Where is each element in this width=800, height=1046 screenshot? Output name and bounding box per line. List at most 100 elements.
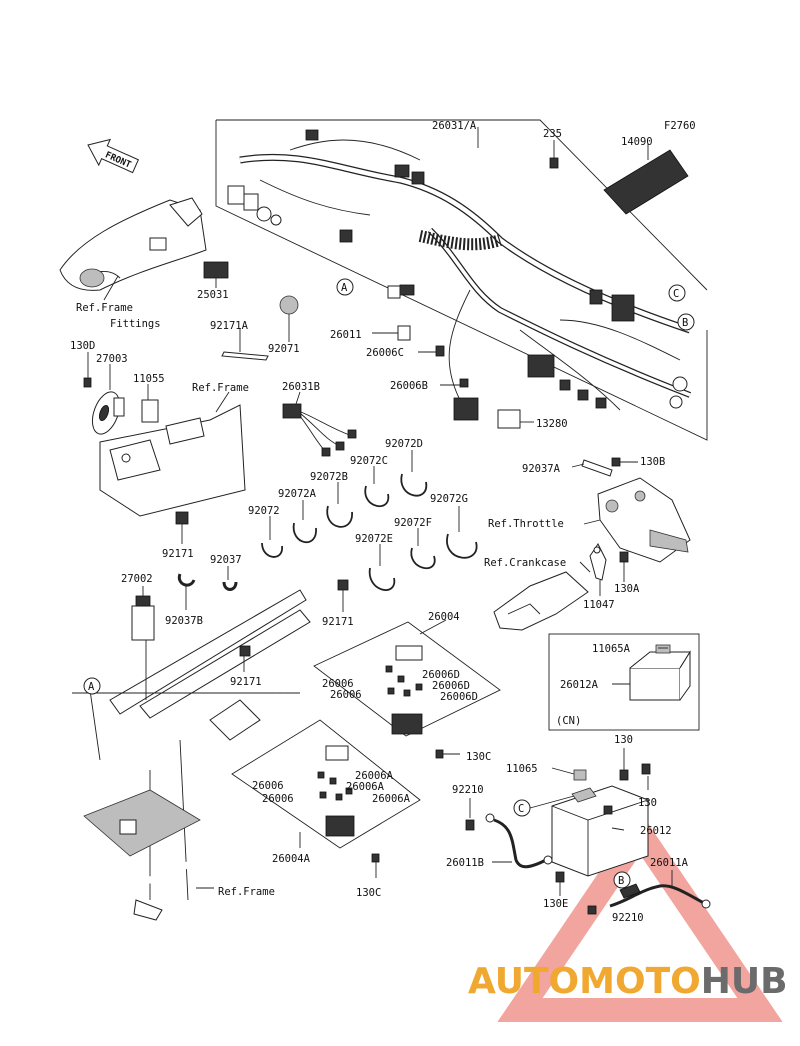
crankcase-section — [493, 543, 629, 631]
label-92072g: 92072G — [430, 493, 468, 505]
label-26006d-3: 26006D — [440, 691, 478, 703]
band-92171a — [221, 351, 269, 361]
battery-cable-26011a — [587, 883, 711, 915]
svg-text:C: C — [673, 288, 679, 300]
label-26031b: 26031B — [282, 381, 320, 393]
label-92210-1: 92210 — [452, 784, 484, 796]
label-26006a-1: 26006A — [355, 770, 394, 782]
label-11065a: 11065A — [592, 643, 631, 655]
label-92171-left: 92171 — [162, 548, 194, 560]
label-130c-2: 130C — [356, 887, 381, 899]
battery-cable-26011b — [465, 813, 565, 883]
fuse-box-26004 — [385, 645, 423, 735]
label-92072c: 92072C — [350, 455, 388, 467]
label-26006-1: 26006 — [322, 678, 354, 690]
label-14090: 14090 — [621, 136, 653, 148]
svg-text:B: B — [682, 317, 688, 329]
throttle-body — [581, 457, 691, 563]
label-ref-frame-2: Ref.Frame — [192, 382, 249, 394]
label-26006a-2: 26006A — [346, 781, 385, 793]
clip-92171-mid — [337, 579, 349, 591]
battery-26012 — [551, 785, 649, 877]
watermark: AUTOMOTOHUB — [468, 811, 788, 1022]
watermark-text-auto: AUTOMOTOHUB — [468, 961, 788, 1002]
label-92072f: 92072F — [394, 517, 432, 529]
frame-lower — [74, 589, 311, 921]
label-26006-3: 26006 — [252, 780, 284, 792]
bracket-13280 — [497, 409, 521, 429]
relay-block — [453, 397, 479, 421]
figure-code: F2760 — [664, 120, 696, 132]
battery-26012a — [629, 644, 691, 701]
cn-label: (CN) — [556, 715, 581, 727]
label-130b: 130B — [640, 456, 665, 468]
front-fender-assembly — [59, 197, 207, 291]
label-ref-frame-3: Ref.Frame — [218, 886, 275, 898]
label-92072b: 92072B — [310, 471, 348, 483]
label-11065: 11065 — [506, 763, 538, 775]
starter-relay-27002 — [131, 595, 155, 641]
callout-a-top: A — [336, 278, 354, 296]
cn-battery-box — [548, 633, 700, 731]
label-11055: 11055 — [133, 373, 165, 385]
label-13280: 13280 — [536, 418, 568, 430]
callout-a-frame: A — [83, 677, 101, 695]
label-26011b: 26011B — [446, 857, 484, 869]
label-ref-crankcase: Ref.Crankcase — [484, 557, 566, 569]
part-labels: 26031/A 235 14090 26011 26006C 26006B 13… — [70, 120, 689, 924]
label-26004a: 26004A — [272, 853, 311, 865]
label-92072a: 92072A — [278, 488, 317, 500]
clamps-92072 — [261, 473, 478, 591]
harness-cover — [603, 149, 689, 215]
clamp-92037 — [222, 581, 238, 591]
label-26006c: 26006C — [366, 347, 404, 359]
regulator-25031 — [203, 261, 229, 279]
clamp-92037b — [177, 573, 196, 587]
label-26011: 26011 — [330, 329, 362, 341]
label-26006d-1: 26006D — [422, 669, 460, 681]
callout-b-lower: B — [613, 871, 631, 889]
label-92171-mid: 92171 — [322, 616, 354, 628]
label-130e: 130E — [543, 898, 568, 910]
label-26006a-3: 26006A — [372, 793, 411, 805]
label-130-1: 130 — [614, 734, 633, 746]
label-26031a: 26031/A — [432, 120, 477, 132]
svg-text:A: A — [88, 681, 95, 693]
label-ref-frame-1: Ref.Frame — [76, 302, 133, 314]
label-92072e: 92072E — [355, 533, 393, 545]
label-ref-throttle: Ref.Throttle — [488, 518, 564, 530]
fuse-box-26004a — [317, 745, 355, 837]
label-27003: 27003 — [96, 353, 128, 365]
frame-section-left — [99, 404, 246, 525]
label-130a: 130A — [614, 583, 640, 595]
label-235: 235 — [543, 128, 562, 140]
callout-c-top: C — [668, 284, 686, 302]
terminal-cover-11065 — [573, 769, 587, 781]
label-11047: 11047 — [583, 599, 615, 611]
label-26004: 26004 — [428, 611, 460, 623]
label-92037a: 92037A — [522, 463, 561, 475]
label-ref-fittings: Fittings — [110, 318, 161, 330]
label-130d: 130D — [70, 340, 95, 352]
svg-text:A: A — [341, 282, 348, 294]
label-26006-4: 26006 — [262, 793, 294, 805]
label-92071: 92071 — [268, 343, 300, 355]
label-27002: 27002 — [121, 573, 153, 585]
svg-text:C: C — [518, 803, 524, 815]
label-130c-1: 130C — [466, 751, 491, 763]
sub-harness-26031b — [282, 403, 357, 457]
svg-text:B: B — [618, 875, 624, 887]
bolt-130c-a — [435, 749, 444, 759]
fuse-box-26004-boundary — [313, 621, 501, 737]
label-26006-2: 26006 — [330, 689, 362, 701]
label-92210-2: 92210 — [612, 912, 644, 924]
harness-boundary — [215, 120, 708, 441]
grommet-92071 — [279, 295, 299, 315]
callout-c-lower: C — [513, 799, 531, 817]
main-wiring-harness — [227, 129, 692, 411]
horn-27003 — [91, 391, 125, 435]
label-25031: 25031 — [197, 289, 229, 301]
bracket-11055 — [141, 399, 159, 423]
label-130-2: 130 — [638, 797, 657, 809]
